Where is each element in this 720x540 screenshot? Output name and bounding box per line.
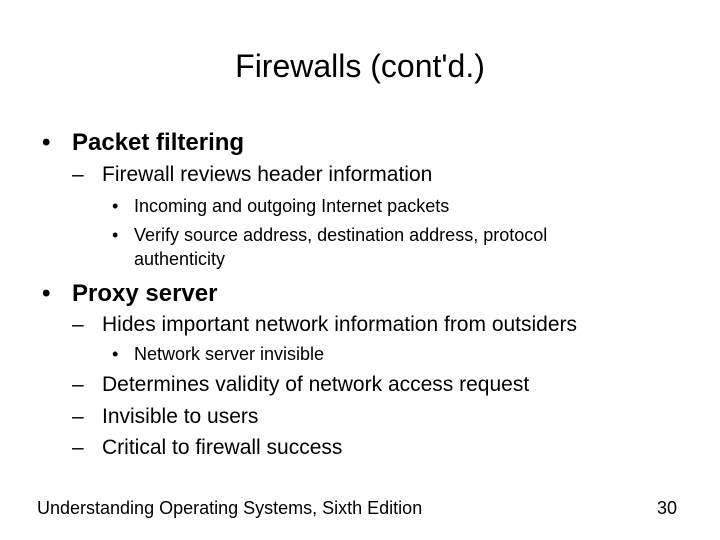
sub-bullet-determines-validity: Determines validity of network access re… [102,373,530,396]
page-number: 30 [656,498,677,518]
detail-incoming-outgoing: Incoming and outgoing Internet packets [134,196,450,216]
sub-bullet-marker: – [72,436,84,459]
detail-verify-source-continued: authenticity [134,249,226,269]
detail-bullet-marker: • [112,196,119,216]
sub-bullet-marker: – [72,373,84,396]
detail-network-server-invisible: Network server invisible [134,344,325,364]
detail-verify-source: Verify source address, destination addre… [134,225,548,245]
detail-bullet-marker: • [112,225,119,245]
sub-bullet-critical-success: Critical to firewall success [102,436,343,459]
sub-bullet-firewall-reviews: Firewall reviews header information [102,163,433,186]
detail-bullet-marker: • [112,344,119,364]
sub-bullet-marker: – [72,163,84,186]
sub-bullet-marker: – [72,405,84,428]
sub-bullet-invisible-to-users: Invisible to users [102,405,259,428]
sub-bullet-marker: – [72,313,84,336]
slide-title: Firewalls (cont'd.) [235,48,485,84]
bullet-proxy-server: Proxy server [72,280,218,307]
bullet-1-marker: • [42,129,51,156]
bullet-2-marker: • [42,280,51,307]
footer-book-title: Understanding Operating Systems, Sixth E… [37,498,423,518]
sub-bullet-hides-info: Hides important network information from… [102,313,578,336]
bullet-packet-filtering: Packet filtering [72,129,245,156]
